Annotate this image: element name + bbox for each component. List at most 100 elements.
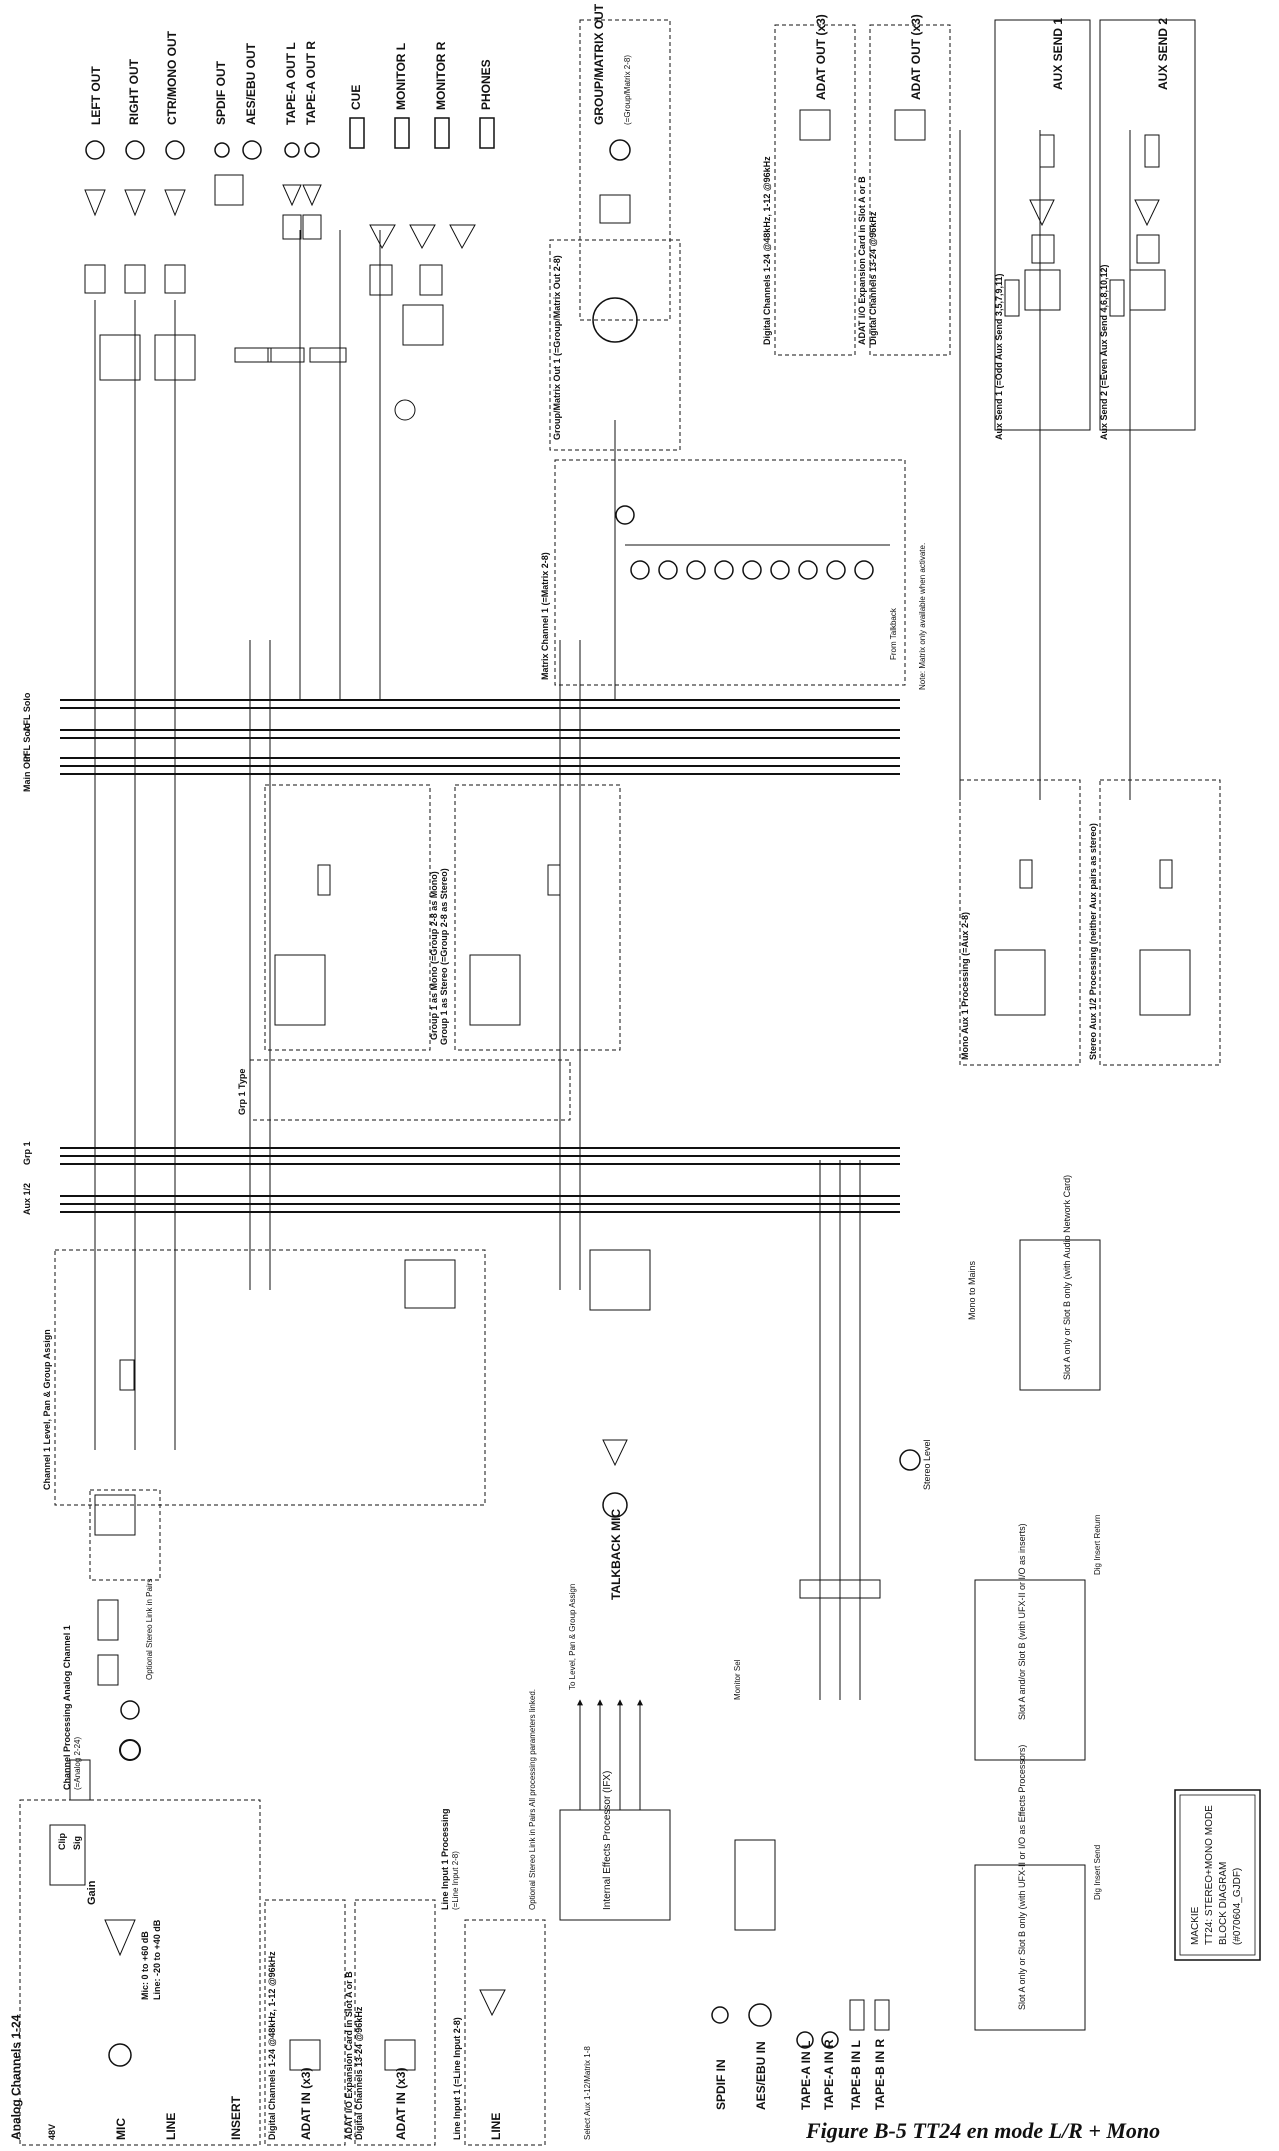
channel-processing-title: Channel Processing Analog Channel 1 (62, 1625, 72, 1790)
opt-stereo-link-label: Optional Stereo Link in Pairs (145, 1579, 154, 1680)
aux-processing-block: Mono Aux 1 Processing (=Aux 2-8) Stereo … (959, 779, 1221, 1066)
jack-aux-send-1-icon (1039, 134, 1055, 168)
output-cue: CUE (349, 85, 363, 110)
bus-labels: AFL Solo PFL Solo Main Out Grp 1 Aux 1/2 (22, 692, 32, 1215)
output-tape-a-out-r: TAPE-A OUT R (304, 41, 318, 125)
channel-processing-sub: (=Analog 2-24) (73, 1737, 82, 1790)
output-ctr-mono-out: CTR/MONO OUT (165, 30, 179, 125)
output-tape-a-out-l: TAPE-A OUT L (284, 42, 298, 125)
output-meters (234, 347, 347, 363)
gain-label: Gain (86, 1880, 98, 1905)
output-monitor-r: MONITOR R (434, 41, 448, 110)
adat-card-out-title-2: Digital Channels 13-24 @96kHz (868, 211, 878, 345)
input-aes-ebu-in: AES/EBU IN (754, 2041, 768, 2110)
select-aux-label: Select Aux 1-12/Matrix 1-8 (583, 2046, 592, 2140)
rca-spdif-out-icon (214, 142, 230, 158)
output-spdif-out: SPDIF OUT (214, 60, 228, 125)
rca-tape-a-l-icon (284, 142, 300, 158)
ifx-block: Internal Effects Processor (IFX) To Leve… (559, 1584, 671, 2140)
matrix-channel-title: Matrix Channel 1 (=Matrix 2-8) (540, 552, 550, 680)
figure-caption: Figure B-5 TT24 en mode L/R + Mono (805, 2118, 1160, 2143)
jack-tape-b-in-l-icon (849, 1999, 865, 2031)
group-matrix-out-block: Group/Matrix Out 1 (=Group/Matrix Out 2-… (549, 0, 681, 451)
slot-a-only-2-label: Slot A only or Slot B only (with UFX-II … (1017, 1745, 1027, 2010)
output-monitor-l: MONITOR L (394, 43, 408, 110)
adat-out-1: ADAT OUT (x3) (814, 14, 828, 100)
input-tape-a-in-l: TAPE-A IN L (799, 2041, 813, 2110)
jack-monitor-r-icon (434, 117, 450, 149)
bus-lines (60, 699, 900, 1213)
matrix-channel-block: Matrix Channel 1 (=Matrix 2-8) From Talk… (540, 459, 927, 690)
rca-tape-a-r-icon (304, 142, 320, 158)
xlr-ctr-out-icon (165, 140, 185, 160)
xlr-aes-in-icon (748, 2003, 772, 2027)
jack-phones-icon (479, 117, 495, 149)
aux-send-2-title: Aux Send 2 (=Even Aux Send 4,6,8,10,12) (1099, 265, 1109, 441)
analog-input-block: Analog Channels 1-24 Clip Sig Gain Mic: … (9, 1799, 261, 2146)
v48-label: 48V (47, 2124, 57, 2140)
ifx-label: Internal Effects Processor (IFX) (602, 1771, 613, 1910)
xlr-right-out-icon (125, 140, 145, 160)
slot-a-only-label: Slot A only or Slot B only (with Audio N… (1062, 1175, 1072, 1380)
bus-label-grp1: Grp 1 (22, 1141, 32, 1165)
rca-spdif-in-icon (711, 2006, 729, 2024)
input-adat-in-2: ADAT IN (x3) (394, 2068, 408, 2140)
slot-a-b-label: Slot A and/or Slot B (with UFX-II or I/O… (1017, 1523, 1027, 1720)
stereo-level-label: Stereo Level (922, 1439, 932, 1490)
input-tape-a-in-r: TAPE-A IN R (822, 2039, 836, 2110)
to-level-pan-label: To Level, Pan & Group Assign (568, 1584, 577, 1690)
adat-card-out-title: ADAT I/O Expansion Card in Slot A or B (857, 176, 867, 345)
bus-label-aux12: Aux 1/2 (22, 1183, 32, 1215)
rca-tape-a-in-l-icon (796, 2031, 814, 2049)
bus-label-pfl: PFL Solo (22, 723, 32, 762)
group1-stereo-title: Group 1 as Stereo (=Group 2-8 as Stereo) (439, 868, 449, 1045)
dig-insert-send-label: Dig Insert Send (1093, 1845, 1102, 1900)
xlr-left-out-icon (85, 140, 105, 160)
analog-channels-title: Analog Channels 1-24 (9, 2014, 23, 2140)
bus-label-afl: AFL Solo (22, 692, 32, 732)
group1-mono-title: Group 1 as Mono (=Group 2-8 as Mono) (429, 871, 439, 1040)
vertical-wires (94, 130, 1131, 1700)
group-mono-stereo-block: Group 1 as Mono (=Group 2-8 as Mono) Gro… (237, 784, 621, 1121)
rca-tape-a-in-r-icon (821, 2031, 839, 2049)
line-input-block: Line Input 1 (=Line Input 2-8) Line Inpu… (440, 1689, 546, 2146)
top-connectors (85, 117, 495, 160)
adat-card-in-title: ADAT I/O Expansion Card in Slot A or B (344, 1971, 354, 2140)
group-matrix-out1-title: Group/Matrix Out 1 (=Group/Matrix Out 2-… (552, 255, 562, 440)
top-outputs: LEFT OUT RIGHT OUT CTR/MONO OUT SPDIF OU… (89, 30, 493, 125)
from-talkback-label: From Talkback (889, 607, 898, 660)
adat-card-in-title-2: Digital Channels 13-24 @96kHz (354, 2006, 364, 2140)
line-input1-title: Line Input 1 (=Line Input 2-8) (452, 2017, 462, 2140)
bus-label-main: Main Out (22, 754, 32, 793)
line-input-title: Line Input 1 Processing (440, 1808, 450, 1910)
mic-range-label: Mic: 0 to +60 dB (140, 1931, 150, 2000)
xlr-talkback-icon (602, 1492, 628, 1518)
line-range-label: Line: -20 to +40 dB (152, 1919, 162, 2000)
output-phones: PHONES (479, 59, 493, 110)
adat-out-block: ADAT OUT (x3) ADAT OUT (x3) Digital Chan… (762, 14, 951, 356)
title-box: MACKIE TT24: STEREO+MONO MODE BLOCK DIAG… (1174, 1789, 1261, 1961)
jack-tape-b-in-r-icon (874, 1999, 890, 2031)
digital-channels-in-title: Digital Channels 1-24 @48kHz, 1-12 @96kH… (267, 1951, 277, 2140)
mono-to-mains-label: Mono to Mains (967, 1260, 977, 1320)
input-adat-in-1: ADAT IN (x3) (299, 2068, 313, 2140)
input-spdif-in: SPDIF IN (714, 2059, 728, 2110)
clip-label: Clip (57, 1832, 67, 1850)
title-line-1: MACKIE (1190, 1906, 1201, 1945)
jack-aux-send-2-icon (1144, 134, 1160, 168)
aux-send-1-title: Aux Send 1 (=Odd Aux Send 3,5,7,9,11) (994, 274, 1004, 440)
aux-send-2-label: AUX SEND 2 (1156, 18, 1170, 90)
channel-processing-block: Channel Processing Analog Channel 1 (=An… (62, 1489, 161, 1801)
line-input-sub: (=Line Input 2-8) (451, 1851, 460, 1910)
xlr-aes-out-icon (242, 140, 262, 160)
stereo-aux-title: Stereo Aux 1/2 Processing (neither Aux p… (1088, 823, 1098, 1060)
aux-send-1-label: AUX SEND 1 (1051, 18, 1065, 90)
monitor-sel-label: Monitor Sel (733, 1659, 742, 1700)
slot-blocks: Slot A and/or Slot B (with UFX-II or I/O… (974, 1515, 1102, 2031)
jack-cue-icon (349, 117, 365, 149)
slot-network-block: Slot A only or Slot B only (with Audio N… (899, 1175, 1101, 1490)
grp1-type-title: Grp 1 Type (237, 1069, 247, 1115)
channel-level-title: Channel 1 Level, Pan & Group Assign (42, 1329, 52, 1490)
title-line-3: BLOCK DIAGRAM (1218, 1862, 1229, 1945)
